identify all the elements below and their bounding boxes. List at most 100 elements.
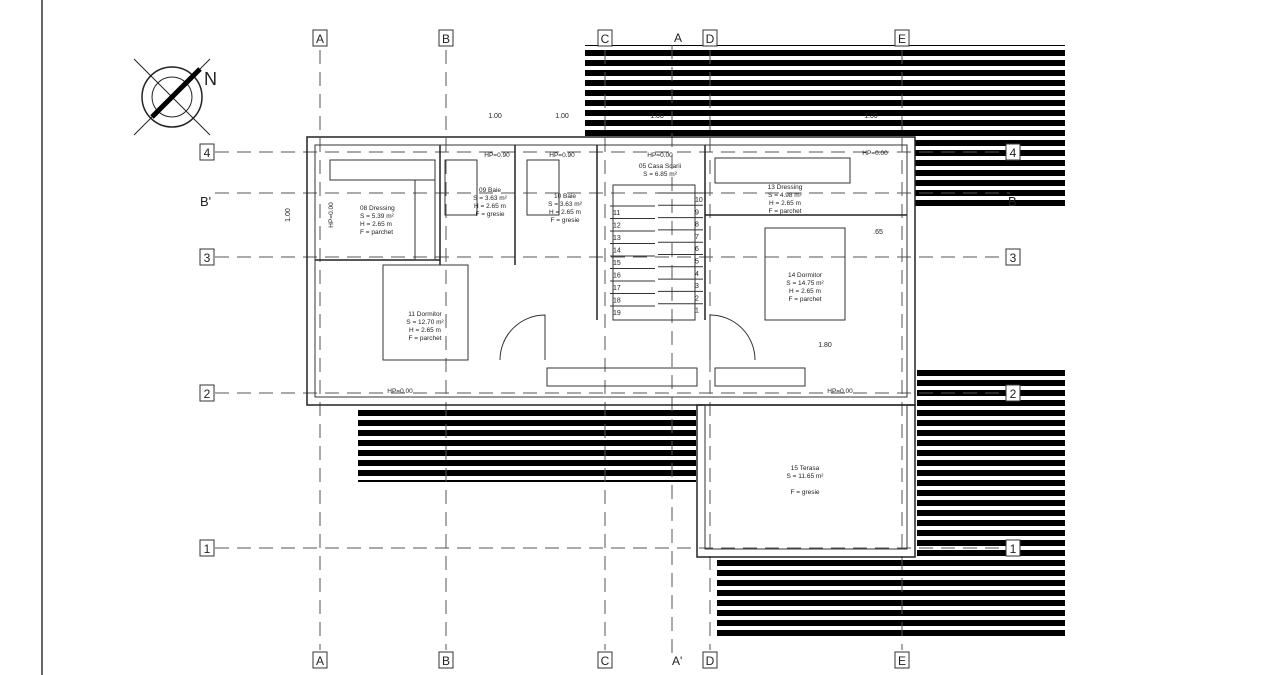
- stair-number: 7: [695, 234, 699, 241]
- room-floor: F = parchet: [360, 229, 393, 236]
- room-name: 13 Dressing: [768, 184, 803, 191]
- axis-marker-4: [1005, 143, 1021, 161]
- axis-label: E: [898, 654, 906, 668]
- axis-marker-2: [199, 384, 215, 402]
- room-name: 11 Dormitor: [408, 311, 442, 318]
- room-area: S = 4.98 m²: [768, 192, 803, 199]
- axis-marker-C: [597, 651, 613, 669]
- room-height: H = 2.65 m: [474, 203, 506, 210]
- axis-label: 1: [1010, 542, 1017, 556]
- axis-marker-B: [438, 651, 454, 669]
- hp-label: HP=0.90: [484, 152, 510, 159]
- room-name: 15 Terasa: [791, 465, 820, 472]
- dimension: 1.00: [864, 113, 878, 120]
- room-height: H = 2.65 m: [409, 327, 441, 334]
- axis-label: 3: [204, 251, 211, 265]
- room-name: 10 Baie: [554, 193, 576, 200]
- room-floor: F = gresie: [475, 211, 504, 218]
- axis-label: B: [442, 654, 450, 668]
- axis-label: D: [706, 654, 715, 668]
- room-name: 08 Dressing: [360, 205, 395, 212]
- section-label: B: [1008, 194, 1017, 209]
- room-floor: F = gresie: [550, 217, 579, 224]
- room-floor: F = parchet: [408, 335, 441, 342]
- axis-label: C: [601, 32, 610, 46]
- dimension: 1.00: [285, 208, 292, 222]
- stair-number: 9: [695, 209, 699, 216]
- stair-number: 6: [695, 246, 699, 253]
- stair-number: 2: [695, 295, 699, 302]
- stair-number: 3: [695, 283, 699, 290]
- room-area: S = 11.65 m²: [787, 473, 825, 480]
- axis-label: 4: [204, 146, 211, 160]
- axis-marker-1: [199, 539, 215, 557]
- dimension: .65: [873, 229, 883, 236]
- axis-label: 1: [204, 542, 211, 556]
- axis-marker-D: [702, 29, 718, 47]
- hp-label: HP=0.00: [862, 150, 888, 157]
- axis-marker-3: [199, 248, 215, 266]
- roof-hatching: [358, 45, 1065, 636]
- axis-marker-3: [1005, 248, 1021, 266]
- hp-label: HP=0.00: [827, 388, 853, 395]
- room-area: S = 14.75 m²: [786, 280, 824, 287]
- stair-number: 4: [695, 271, 699, 278]
- room-area: S = 3.63 m²: [473, 195, 508, 202]
- room-height: H = 2.65 m: [789, 288, 821, 295]
- stair-number: 1: [695, 308, 699, 315]
- stair-number: 13: [613, 235, 621, 242]
- axis-marker-A: [312, 29, 328, 47]
- axis-marker-1: [1005, 539, 1021, 557]
- room-height: H = 2.65 m: [549, 209, 581, 216]
- stair-number: 10: [695, 197, 703, 204]
- axis-label: 2: [1010, 387, 1017, 401]
- hp-label: HP=0.00: [647, 152, 673, 159]
- room-name: 14 Dormitor: [788, 272, 823, 279]
- stair-number: 12: [613, 223, 621, 230]
- axis-marker-4: [199, 143, 215, 161]
- axis-label: 2: [204, 387, 211, 401]
- room-area: S = 6.85 m²: [643, 171, 678, 178]
- axis-label: 3: [1010, 251, 1017, 265]
- axis-label: C: [601, 654, 610, 668]
- axis-marker-C: [597, 29, 613, 47]
- stair-number: 15: [613, 260, 621, 267]
- stair-number: 16: [613, 273, 621, 280]
- room-height: H = 2.65 m: [360, 221, 392, 228]
- axis-label: A: [316, 654, 324, 668]
- axis-marker-E: [894, 651, 910, 669]
- stair-number: 5: [695, 259, 699, 266]
- stair-number: 11: [613, 210, 620, 217]
- dimension: 1.00: [650, 113, 664, 120]
- north-label: N: [204, 69, 217, 89]
- axis-label: B: [442, 32, 450, 46]
- north-arrow-icon: N: [133, 58, 217, 136]
- walls: [306, 136, 916, 558]
- dimension: 1.00: [555, 113, 569, 120]
- axis-marker-B: [438, 29, 454, 47]
- dimension-labels: 1.00 1.00 1.00 1.00 1.00 1.80 .65 HP=0.90 HP=0.9…: [285, 113, 888, 395]
- room-name: 09 Baie: [479, 187, 501, 194]
- axis-label: E: [898, 32, 906, 46]
- stair-number: 17: [613, 285, 621, 292]
- room-height: H = 2.65 m: [769, 200, 801, 207]
- stair-number: 8: [695, 222, 699, 229]
- axis-marker-2: [1005, 384, 1021, 402]
- stair-number: 14: [613, 248, 621, 255]
- axis-marker-A: [312, 651, 328, 669]
- section-label: A': [672, 654, 682, 668]
- axis-label: D: [706, 32, 715, 46]
- axis-marker-E: [894, 29, 910, 47]
- section-label: A: [674, 31, 682, 45]
- hp-label: HP=0.00: [387, 388, 413, 395]
- room-floor: F = parchet: [768, 208, 801, 215]
- room-floor: F = gresie: [790, 489, 819, 496]
- dimension: 1.00: [488, 113, 502, 120]
- dimension: 1.80: [818, 342, 832, 349]
- stair-number: 19: [613, 310, 621, 317]
- hp-label: HP=0.90: [549, 152, 575, 159]
- room-area: S = 5.39 m²: [360, 213, 395, 220]
